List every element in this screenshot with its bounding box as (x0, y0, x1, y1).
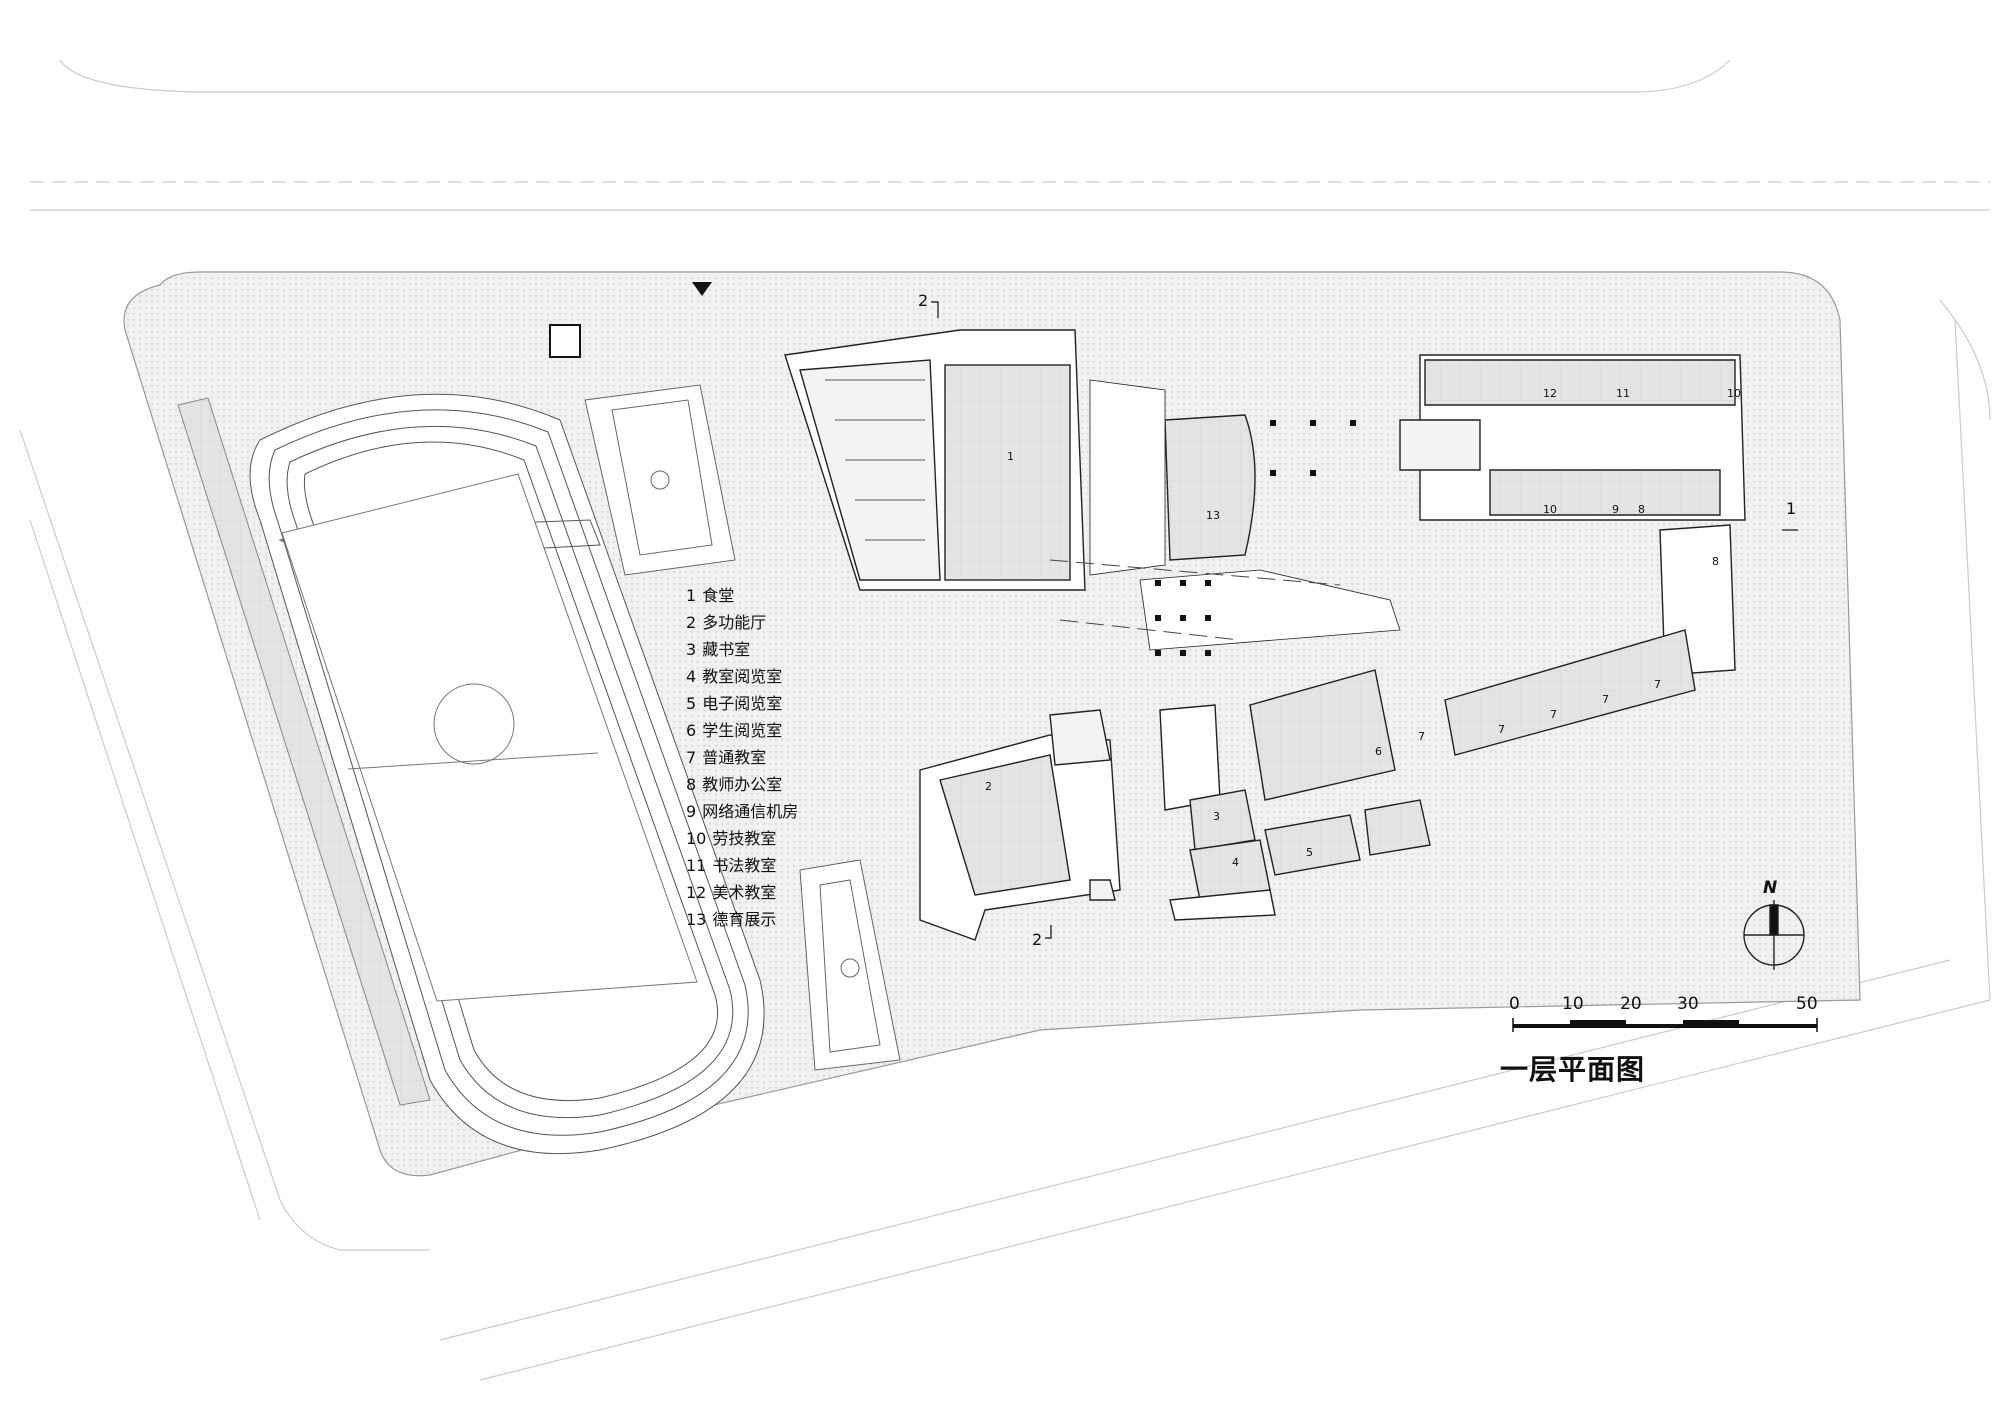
legend-item: 5 电子阅览室 (686, 690, 798, 717)
drawing-title: 一层平面图 (1500, 1053, 1646, 1086)
north-arrow-icon (1743, 900, 1805, 970)
canteen-block (784, 329, 1086, 591)
room-label: 7 (1498, 723, 1505, 736)
room-label: 7 (1602, 693, 1609, 706)
room-label: 3 (1213, 810, 1220, 823)
room-label: 8 (1638, 503, 1645, 516)
multifunction-block (919, 709, 1121, 941)
legend-item: 10 劳技教室 (686, 825, 798, 852)
legend-label: 劳技教室 (712, 829, 777, 848)
legend-item: 7 普通教室 (686, 744, 798, 771)
legend-number: 4 (686, 667, 697, 686)
legend-label: 电子阅览室 (702, 694, 783, 713)
scale-bar (1512, 1018, 1818, 1032)
library-block (1159, 669, 1431, 921)
room-label: 10 (1727, 387, 1741, 400)
legend-number: 9 (686, 802, 697, 821)
legend-number: 6 (686, 721, 697, 740)
legend-label: 德育展示 (712, 910, 777, 929)
room-label: 6 (1375, 745, 1382, 758)
room-label: 7 (1550, 708, 1557, 721)
legend-label: 书法教室 (712, 856, 777, 875)
room-label: 7 (1654, 678, 1661, 691)
scale-label-10: 10 (1562, 994, 1584, 1014)
legend-item: 2 多功能厅 (686, 609, 798, 636)
legend-number: 5 (686, 694, 697, 713)
legend-label: 网络通信机房 (702, 802, 799, 821)
legend-item: 11 书法教室 (686, 852, 798, 879)
legend-number: 13 (686, 910, 707, 929)
section-mark: 2 (1032, 930, 1042, 949)
room-label: 1 (1007, 450, 1014, 463)
entrance-marker (692, 282, 712, 296)
basketball-courts (584, 384, 901, 1071)
room-label: 12 (1543, 387, 1557, 400)
room-label: 8 (1712, 555, 1719, 568)
gate-pavilion (549, 324, 581, 358)
legend-number: 2 (686, 613, 697, 632)
legend-label: 藏书室 (702, 640, 751, 659)
legend-label: 教室阅览室 (702, 667, 783, 686)
room-labels: 1 2 3 4 5 6 7 7 7 7 7 8 8 9 10 10 11 12 … (985, 387, 1741, 869)
legend-item: 8 教师办公室 (686, 771, 798, 798)
legend-item: 6 学生阅览室 (686, 717, 798, 744)
room-label: 11 (1616, 387, 1630, 400)
legend-number: 7 (686, 748, 697, 767)
legend-label: 学生阅览室 (702, 721, 783, 740)
room-label: 10 (1543, 503, 1557, 516)
room-label: 2 (985, 780, 992, 793)
soccer-field (281, 473, 698, 1002)
legend-number: 11 (686, 856, 707, 875)
room-label: 5 (1306, 846, 1313, 859)
track-straightaway (177, 397, 431, 1106)
section-mark: 2 (918, 291, 928, 310)
legend-item: 9 网络通信机房 (686, 798, 798, 825)
legend-item: 4 教室阅览室 (686, 663, 798, 690)
section-mark: 1 (1786, 499, 1796, 518)
legend-label: 教师办公室 (702, 775, 783, 794)
legend-label: 普通教室 (702, 748, 767, 767)
legend-number: 8 (686, 775, 697, 794)
legend-item: 3 藏书室 (686, 636, 798, 663)
room-label: 13 (1206, 509, 1220, 522)
legend-item: 13 德育展示 (686, 906, 798, 933)
scale-label-30: 30 (1677, 994, 1699, 1014)
legend-item: 1 食堂 (686, 582, 798, 609)
legend-label: 美术教室 (712, 883, 777, 902)
legend-number: 3 (686, 640, 697, 659)
classroom-block (1399, 354, 1746, 756)
legend-label: 食堂 (702, 586, 735, 605)
room-label: 9 (1612, 503, 1619, 516)
central-hall (1049, 379, 1401, 651)
north-label: N (1763, 878, 1778, 898)
scale-label-20: 20 (1620, 994, 1642, 1014)
legend-label: 多功能厅 (702, 613, 767, 632)
scale-label-0: 0 (1509, 994, 1520, 1014)
legend-item: 12 美术教室 (686, 879, 798, 906)
room-label: 4 (1232, 856, 1239, 869)
legend-number: 10 (686, 829, 707, 848)
legend-number: 12 (686, 883, 707, 902)
legend-number: 1 (686, 586, 697, 605)
scale-label-50: 50 (1796, 994, 1818, 1014)
room-label: 7 (1418, 730, 1425, 743)
section-marks: 2 2 1 (918, 291, 1798, 949)
columns (1155, 420, 1356, 656)
room-legend: 1 食堂 2 多功能厅 3 藏书室 4 教室阅览室 5 电子阅览室 6 学生阅览室 7 普通教室 8 教师办公… (686, 582, 798, 933)
